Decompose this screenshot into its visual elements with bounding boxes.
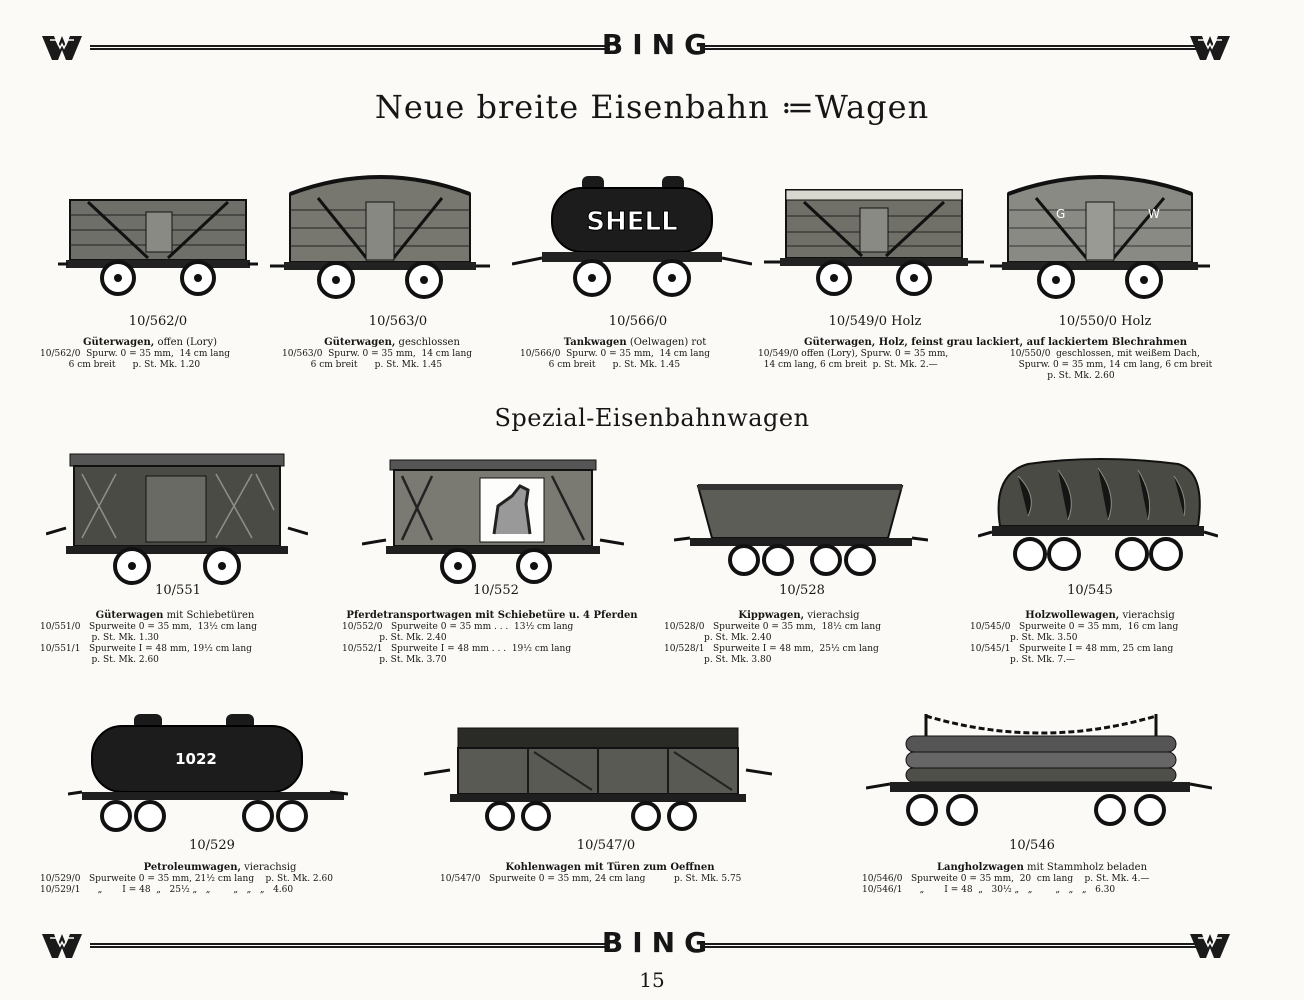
covered-goods-wagon-image (270, 175, 490, 299)
item-spec: 10/552/0 Spurweite 0 = 35 mm . . . 13½ c… (342, 622, 574, 665)
page-number: 15 (639, 968, 665, 992)
item-description: Holzwollewagen, vierachsig 10/545/0 Spur… (970, 610, 1230, 666)
item-title: Pferdetransportwagen (346, 610, 472, 621)
item-title: Petroleumwagen, (143, 862, 241, 873)
item-description: Güterwagen, geschlossen 10/563/0 Spurw. … (282, 337, 502, 371)
item-title-suffix: vierachsig (1119, 610, 1175, 621)
goods-wagon-sliding-doors-image (46, 453, 308, 585)
item-spec: 10/550/0 geschlossen, mit weißem Dach, S… (1010, 349, 1213, 381)
wooden-covered-wagon-image: G W (990, 175, 1210, 299)
footer-rule-left (90, 943, 610, 948)
item-description: Pferdetransportwagen mit Schiebetüre u. … (342, 610, 642, 666)
horse-transport-wagon-image (362, 459, 624, 584)
item-description: Kippwagen, vierachsig 10/528/0 Spurweite… (664, 610, 934, 666)
item-title-suffix: mit Schiebetüre u. 4 Pferden (471, 610, 638, 621)
petroleum-wagon-image: 1022 (68, 714, 348, 832)
section-title-spezial: Spezial-Eisenbahnwagen (494, 404, 810, 432)
item-spec: 10/562/0 Spurw. 0 = 35 mm, 14 cm lang 6 … (40, 349, 231, 370)
open-goods-wagon-image (58, 199, 258, 296)
item-title: Güterwagen (95, 610, 164, 621)
item-description: Langholzwagen mit Stammholz beladen 10/5… (862, 862, 1222, 896)
item-number: 10/562/0 (128, 314, 188, 329)
item-number: 10/545 (1067, 583, 1113, 598)
item-title-suffix: Holz, feinst grau lackiert, auf lackiert… (875, 337, 1188, 348)
item-spec: 10/529/0 Spurweite 0 = 35 mm, 21½ cm lan… (40, 874, 333, 895)
wagon-letter: G (1056, 207, 1065, 221)
item-title-suffix: vierachsig (804, 610, 860, 621)
ww-logo-icon (1190, 36, 1230, 60)
footer-bar: BING (40, 926, 1264, 962)
item-description: Kohlenwagen mit Türen zum Oeffnen 10/547… (440, 862, 780, 885)
item-number: 10/563/0 (368, 314, 428, 329)
item-spec: 10/566/0 Spurw. 0 = 35 mm, 14 cm lang 6 … (520, 349, 711, 370)
item-number: 10/549/0 Holz (828, 314, 922, 329)
item-number: 10/528 (779, 583, 825, 598)
item-spec: 10/549/0 offen (Lory), Spurw. 0 = 35 mm,… (758, 349, 949, 370)
ww-logo-icon (1190, 934, 1230, 958)
tipper-wagon-image (674, 484, 928, 576)
item-description: Tankwagen (Oelwagen) rot 10/566/0 Spurw.… (520, 337, 750, 371)
wood-wool-wagon-image (978, 458, 1218, 571)
footer-rule-right (700, 943, 1222, 948)
item-spec: 10/563/0 Spurw. 0 = 35 mm, 14 cm lang 6 … (282, 349, 473, 370)
item-title: Güterwagen, (804, 337, 876, 348)
section-title-neue-wagen: Neue breite Eisenbahn ≔Wagen (374, 88, 930, 126)
item-title-suffix: (Oelwagen) rot (626, 337, 707, 348)
header-brand: BING (601, 28, 717, 61)
item-title: Holzwollewagen, (1025, 610, 1120, 621)
coal-wagon-image (424, 727, 772, 831)
footer-brand: BING (601, 926, 717, 959)
wagon-letter: W (1148, 207, 1160, 221)
item-spec: 10/546/0 Spurweite 0 = 35 mm, 20 cm lang… (862, 874, 1150, 895)
item-number: 10/552 (473, 583, 519, 598)
item-title-suffix: mit Schiebetüren (163, 610, 255, 621)
tank-wagon-image: SHELL (512, 176, 752, 297)
item-title-suffix: mit Stammholz beladen (1023, 862, 1148, 873)
item-number: 10/566/0 (608, 314, 668, 329)
header-rule-right (700, 45, 1222, 50)
item-spec: 10/551/0 Spurweite 0 = 35 mm, 13½ cm lan… (40, 622, 257, 665)
item-description: Güterwagen mit Schiebetüren 10/551/0 Spu… (40, 610, 310, 666)
item-title: Güterwagen, (83, 337, 155, 348)
item-title-suffix: offen (Lory) (154, 337, 217, 348)
item-title: Kippwagen, (738, 610, 805, 621)
item-number: 10/550/0 Holz (1058, 314, 1152, 329)
item-title-suffix: mit Türen zum Oeffnen (581, 862, 715, 873)
item-title: Kohlenwagen (505, 862, 582, 873)
item-spec: 10/528/0 Spurweite 0 = 35 mm, 18½ cm lan… (664, 622, 881, 665)
item-title-suffix: geschlossen (395, 337, 460, 348)
item-spec: 10/547/0 Spurweite 0 = 35 mm, 24 cm lang… (440, 874, 742, 884)
ww-logo-icon (42, 934, 82, 958)
header-bar: BING (40, 28, 1264, 64)
timber-wagon-image (866, 714, 1212, 826)
item-description: Güterwagen, Holz, feinst grau lackiert, … (758, 337, 1228, 381)
item-number: 10/529 (189, 838, 235, 853)
wooden-open-wagon-image (764, 189, 984, 296)
item-number: 10/551 (155, 583, 201, 598)
item-title: Tankwagen (563, 337, 627, 348)
item-spec: 10/545/0 Spurweite 0 = 35 mm, 16 cm lang… (970, 622, 1179, 665)
item-number: 10/547/0 (576, 838, 636, 853)
tank-lettering: SHELL (586, 207, 677, 237)
item-description: Güterwagen, offen (Lory) 10/562/0 Spurw.… (40, 337, 260, 371)
item-title: Güterwagen, (324, 337, 396, 348)
item-title: Langholzwagen (936, 862, 1024, 873)
item-title-suffix: vierachsig (240, 862, 297, 873)
tank-lettering: 1022 (175, 750, 217, 768)
ww-logo-icon (42, 36, 82, 60)
item-number: 10/546 (1009, 838, 1055, 853)
header-rule-left (90, 45, 610, 50)
item-description: Petroleumwagen, vierachsig 10/529/0 Spur… (40, 862, 400, 896)
